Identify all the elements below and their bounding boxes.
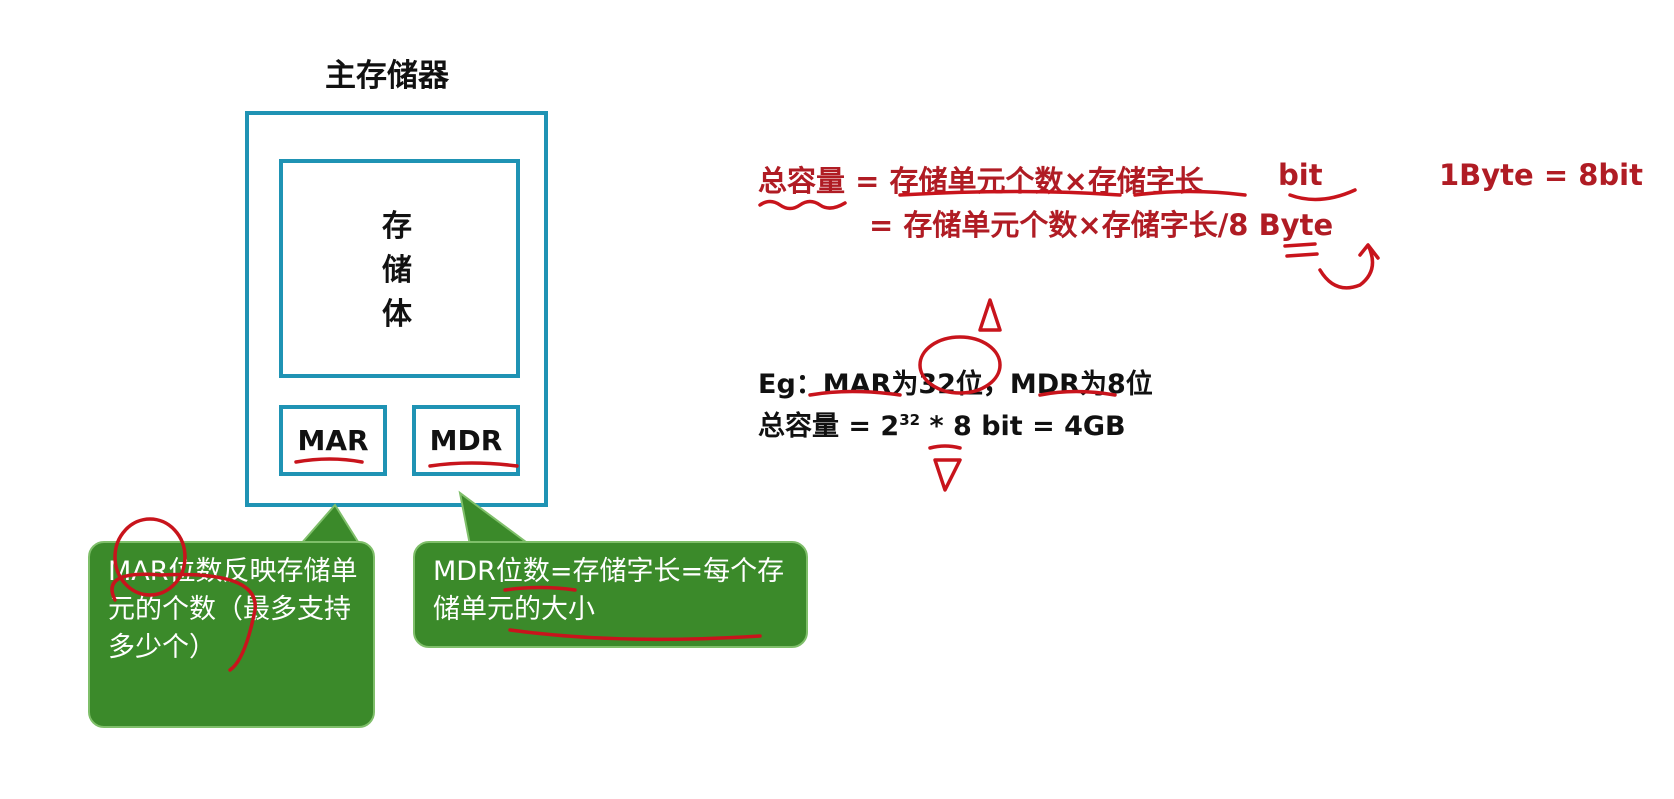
exp-underline xyxy=(928,444,962,450)
mar-register-box: MAR xyxy=(279,405,387,476)
example-line2: 总容量 = 232 * 8 bit = 4GB xyxy=(758,404,1126,443)
mar-label: MAR xyxy=(297,424,369,457)
example-suffix: * 8 bit = 4GB xyxy=(920,411,1126,442)
eq-marks xyxy=(1283,242,1319,258)
capacity-unit-byte: Byte xyxy=(1258,208,1334,242)
example-prefix: 总容量 = 2 xyxy=(758,411,900,442)
storage-body-label: 存储体 xyxy=(382,209,412,332)
capacity-lhs: 总容量 xyxy=(758,164,846,198)
capacity-squiggle xyxy=(758,199,847,211)
main-memory-box xyxy=(245,111,548,507)
capacity-formula-line1: 总容量 = 存储单元个数×存储字长 bit 1Byte = 8bit xyxy=(758,158,1643,200)
triangle-down xyxy=(933,458,962,492)
capacity-line2: = 存储单元个数×存储字长/8 xyxy=(869,208,1249,242)
mdr-label: MDR xyxy=(429,424,503,457)
example-exponent: 32 xyxy=(899,411,921,429)
mar-callout: MAR位数反映存储单元的个数（最多支持多少个） xyxy=(88,541,375,728)
capacity-formula-line2: = 存储单元个数×存储字长/8 Byte xyxy=(869,202,1333,244)
example-line1: Eg：MAR为32位，MDR为8位 xyxy=(758,369,1153,400)
storage-body-box xyxy=(279,159,520,378)
mdr-callout: MDR位数=存储字长=每个存储单元的大小 xyxy=(413,541,808,648)
byte-note: 1Byte = 8bit xyxy=(1439,158,1643,192)
capacity-unit-bit: bit xyxy=(1278,158,1323,192)
mdr-register-box: MDR xyxy=(412,405,520,476)
triangle-up xyxy=(978,298,1002,332)
memory-title: 主存储器 xyxy=(325,58,449,94)
byte-arrow xyxy=(1318,243,1380,290)
capacity-rhs: = 存储单元个数×存储字长 xyxy=(855,164,1204,198)
